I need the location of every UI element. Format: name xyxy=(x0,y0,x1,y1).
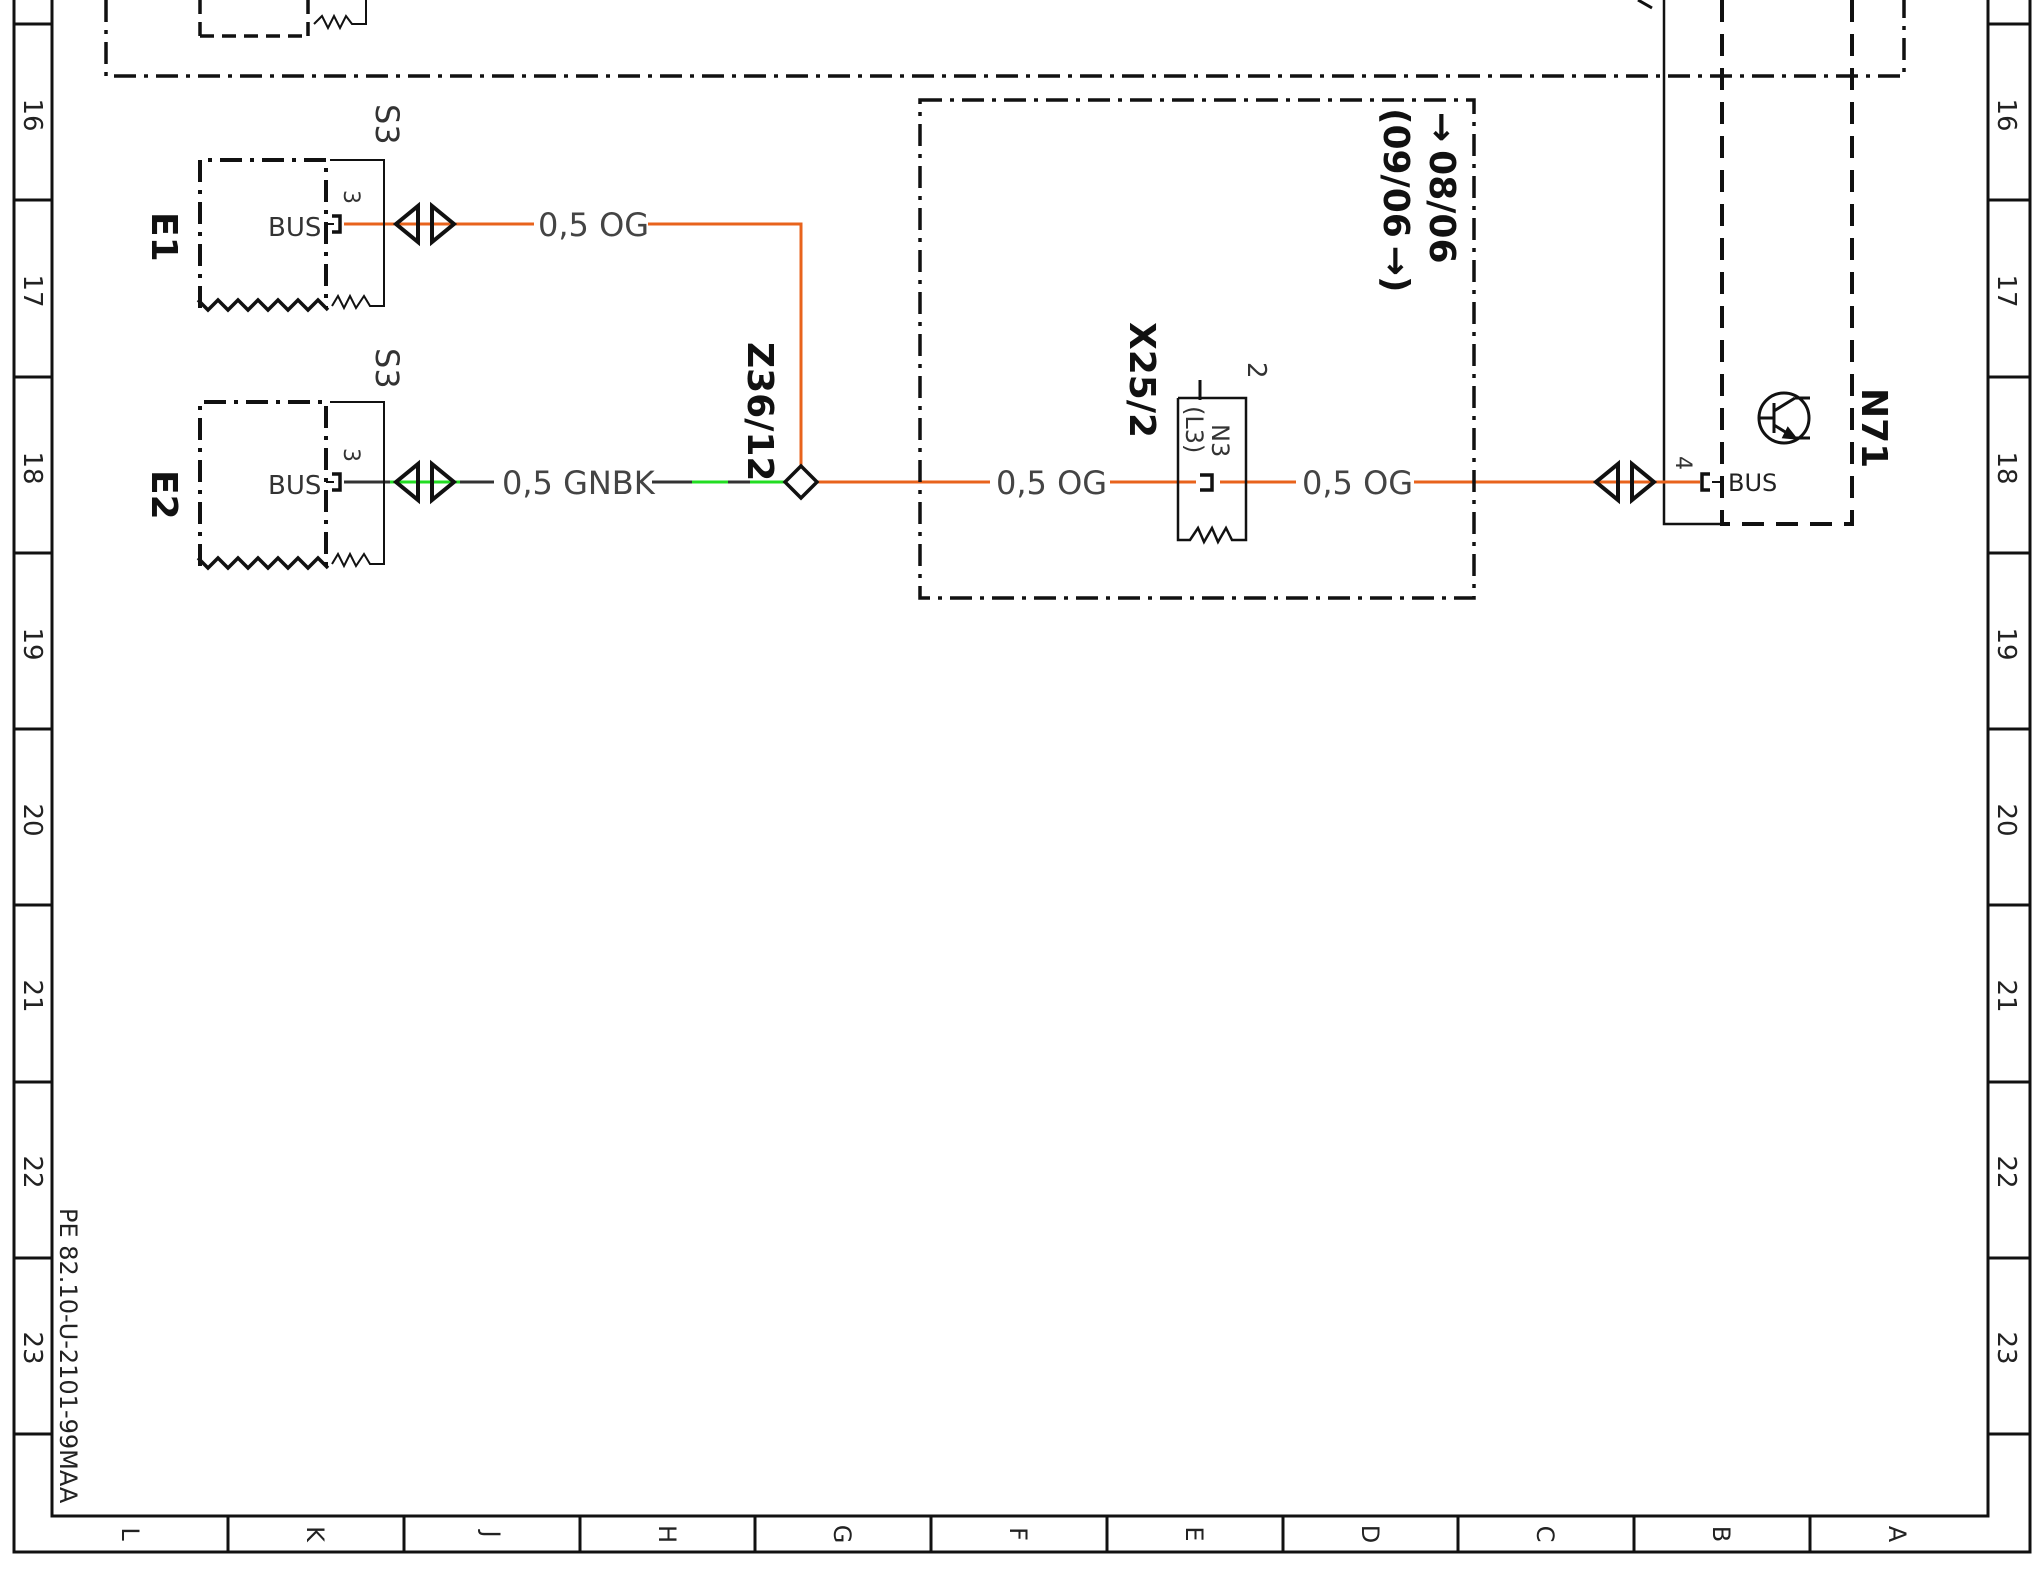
e1-label: E1 xyxy=(143,212,184,262)
column-letter: G xyxy=(828,1525,856,1544)
column-letter: E xyxy=(1180,1526,1208,1541)
n71-bus-label: BUS xyxy=(1728,469,1777,497)
upper-lead-fragment xyxy=(1637,0,1653,10)
e1-switch-label: S3 xyxy=(368,104,406,145)
n71-bus-pin xyxy=(1700,472,1710,492)
x25-sub-label-2: (L3) xyxy=(1180,406,1208,453)
validity-start: →08/06 xyxy=(1421,112,1462,264)
row-number: 16 xyxy=(1991,98,2021,131)
x25-connector-box xyxy=(1176,396,1248,545)
row-number: 19 xyxy=(1991,627,2021,660)
n71-ground-line xyxy=(1662,0,1722,526)
e2-label: E2 xyxy=(143,470,184,520)
e1-bus-label: BUS xyxy=(268,213,321,243)
transistor-icon xyxy=(1757,391,1811,445)
row-number: 22 xyxy=(17,1155,47,1188)
x25-out-wire-label: 0,5 OG xyxy=(1302,464,1413,502)
z36-label: Z36/12 xyxy=(739,342,780,481)
row-number: 23 xyxy=(17,1331,47,1364)
e1-wire-cont xyxy=(648,222,803,482)
column-letter: L xyxy=(116,1527,144,1541)
validity-box xyxy=(918,98,1476,600)
column-letter: D xyxy=(1356,1525,1384,1543)
n71-connector-icon xyxy=(1592,459,1658,505)
n71-pin-number: 4 xyxy=(1670,456,1695,470)
row-number: 23 xyxy=(1991,1331,2021,1364)
e1-switch-bracket xyxy=(330,159,385,311)
e1-bus-pin xyxy=(332,214,342,234)
x25-pin xyxy=(1200,473,1214,492)
row-numbers-left: 16 17 18 19 20 21 22 23 xyxy=(17,98,47,1364)
x25-pin-number: 2 xyxy=(1241,362,1271,379)
e1-wire-label: 0,5 OG xyxy=(538,206,649,244)
e2-bus-pin xyxy=(332,472,342,492)
column-letter: B xyxy=(1707,1526,1735,1542)
n71-label: N71 xyxy=(1853,388,1894,468)
column-letter: C xyxy=(1531,1526,1559,1543)
row-number: 16 xyxy=(17,98,47,131)
upper-module-box xyxy=(104,0,1906,78)
row-number: 22 xyxy=(1991,1155,2021,1188)
row-numbers-right: 16 17 18 19 20 21 22 23 xyxy=(1991,98,2021,1364)
x25-in-wire-label: 0,5 OG xyxy=(996,464,1107,502)
validity-end: (09/06→) xyxy=(1375,108,1416,292)
row-number: 19 xyxy=(17,627,47,660)
e2-wire-label: 0,5 GNBK xyxy=(502,464,656,502)
document-id: PE 82.10-U-2101-99MAA xyxy=(54,1208,82,1504)
column-letter: J xyxy=(477,1528,505,1537)
row-number: 20 xyxy=(17,803,47,836)
x25-label: X25/2 xyxy=(1121,322,1162,438)
column-letter: A xyxy=(1883,1526,1911,1543)
row-number: 21 xyxy=(1991,979,2021,1012)
e2-connector-icon xyxy=(392,459,458,505)
row-number: 17 xyxy=(17,274,47,307)
e2-switch-bracket xyxy=(330,401,385,569)
upper-e-module-remnant xyxy=(198,0,367,38)
z36-splice-icon xyxy=(782,463,820,501)
row-number: 17 xyxy=(1991,274,2021,307)
row-number: 18 xyxy=(17,451,47,484)
column-letters: L K J H G F E D C B A xyxy=(116,1525,1911,1544)
row-number: 20 xyxy=(1991,803,2021,836)
row-number: 21 xyxy=(17,979,47,1012)
column-letter: F xyxy=(1004,1527,1032,1541)
x25-sub-label: N3 xyxy=(1206,424,1234,457)
e1-connector-icon xyxy=(392,201,458,247)
e2-bus-label: BUS xyxy=(268,471,321,501)
column-letter: K xyxy=(301,1526,329,1543)
n71-module-box xyxy=(1720,0,1854,526)
e2-module-box xyxy=(196,400,330,571)
e1-module-box xyxy=(196,158,330,313)
e1-pin-number: 3 xyxy=(338,190,363,204)
e2-switch-label: S3 xyxy=(368,348,406,389)
row-number: 18 xyxy=(1991,451,2021,484)
drawing-frame xyxy=(12,0,2032,1554)
column-letter: H xyxy=(653,1525,681,1543)
e2-pin-number: 3 xyxy=(338,448,363,462)
